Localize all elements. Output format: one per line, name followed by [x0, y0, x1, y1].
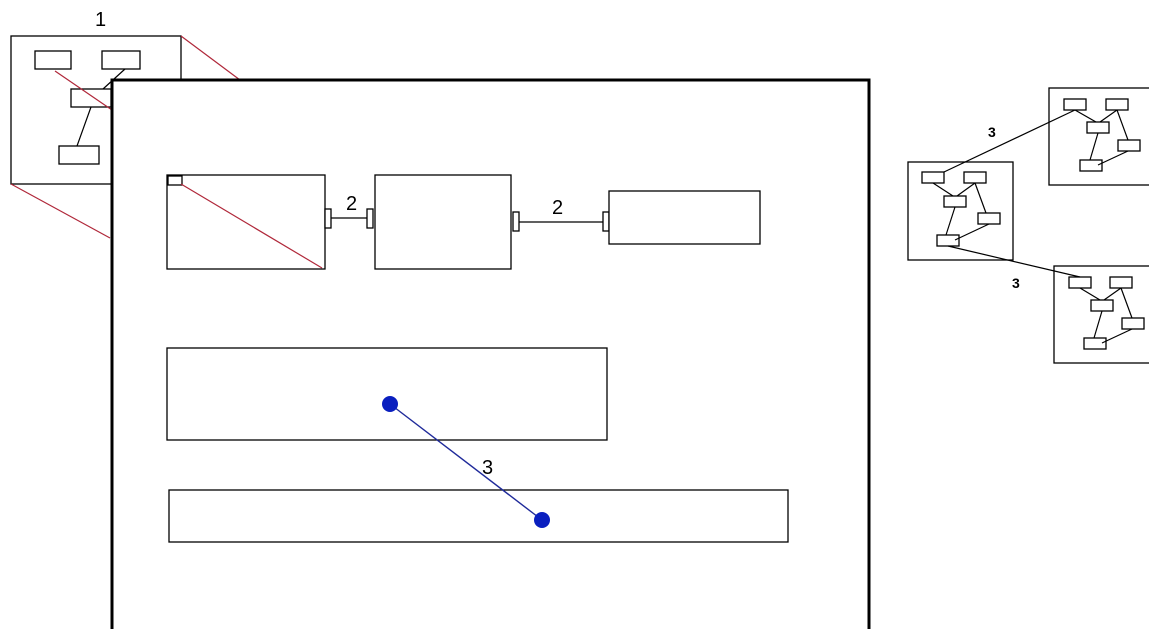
- mini-edge: [76, 106, 92, 147]
- label-3-upper: 3: [988, 124, 996, 140]
- mini-edge: [945, 206, 956, 236]
- mini-edge: [932, 182, 954, 197]
- label-2a: 2: [346, 193, 357, 215]
- graph-window-lower: [1053, 265, 1149, 364]
- projection-line: [180, 35, 241, 81]
- projection-line: [10, 183, 111, 239]
- component-corner-marker: [167, 175, 183, 186]
- panel-lower: [168, 489, 789, 543]
- link-center-to-upper: [943, 109, 1076, 173]
- link-node-dot: [534, 512, 550, 528]
- mini-edge: [956, 182, 976, 197]
- connector-plug: [512, 211, 520, 232]
- projection-line: [54, 70, 113, 111]
- mini-node: [1079, 159, 1103, 172]
- mini-node: [70, 88, 112, 108]
- link-center-to-lower: [947, 245, 1081, 278]
- mini-node: [921, 171, 945, 184]
- label-3-inner: 3: [482, 457, 493, 479]
- component-2: [374, 174, 512, 270]
- mini-node: [1083, 337, 1107, 350]
- link-node-dot: [382, 396, 398, 412]
- mini-node: [1090, 299, 1114, 312]
- mini-edge: [1116, 109, 1129, 141]
- mini-node: [1068, 276, 1092, 289]
- connector-2a: [324, 208, 374, 229]
- mini-edge: [974, 182, 987, 214]
- mini-node: [943, 195, 967, 208]
- component-diagonal: [180, 183, 323, 269]
- label-3-lower: 3: [1012, 275, 1020, 291]
- connector-plug: [366, 208, 374, 229]
- connector-2b: [512, 211, 610, 232]
- mini-edge: [1120, 287, 1133, 319]
- graph-window-center: [907, 161, 1014, 261]
- mini-node: [1117, 139, 1141, 152]
- component-3: [608, 190, 761, 245]
- mini-edge: [954, 223, 990, 241]
- mini-edge: [1099, 109, 1118, 123]
- blue-link-line: [389, 403, 543, 521]
- mini-node: [101, 50, 141, 70]
- mini-edge: [1101, 328, 1133, 344]
- mini-node: [58, 145, 100, 165]
- label-1: 1: [95, 9, 106, 31]
- mini-edge: [1089, 132, 1099, 161]
- mini-node: [34, 50, 72, 70]
- mini-edge: [1079, 287, 1101, 301]
- component-1: [166, 174, 326, 270]
- mini-node: [1121, 317, 1145, 330]
- mini-node: [977, 212, 1001, 225]
- panel-upper: [166, 347, 608, 441]
- mini-node: [1105, 98, 1129, 111]
- graph-window-upper: [1048, 87, 1149, 186]
- mini-edge: [1093, 310, 1103, 339]
- mini-node: [1086, 121, 1110, 134]
- connector-plug: [324, 208, 332, 229]
- connector-plug: [602, 211, 610, 232]
- mini-edge: [1097, 150, 1129, 166]
- mini-node: [1109, 276, 1133, 289]
- mini-node: [963, 171, 987, 184]
- mini-node: [1063, 98, 1087, 111]
- mini-edge: [1074, 109, 1097, 123]
- label-2b: 2: [552, 197, 563, 219]
- mini-edge: [1103, 287, 1122, 301]
- mini-node: [936, 234, 960, 247]
